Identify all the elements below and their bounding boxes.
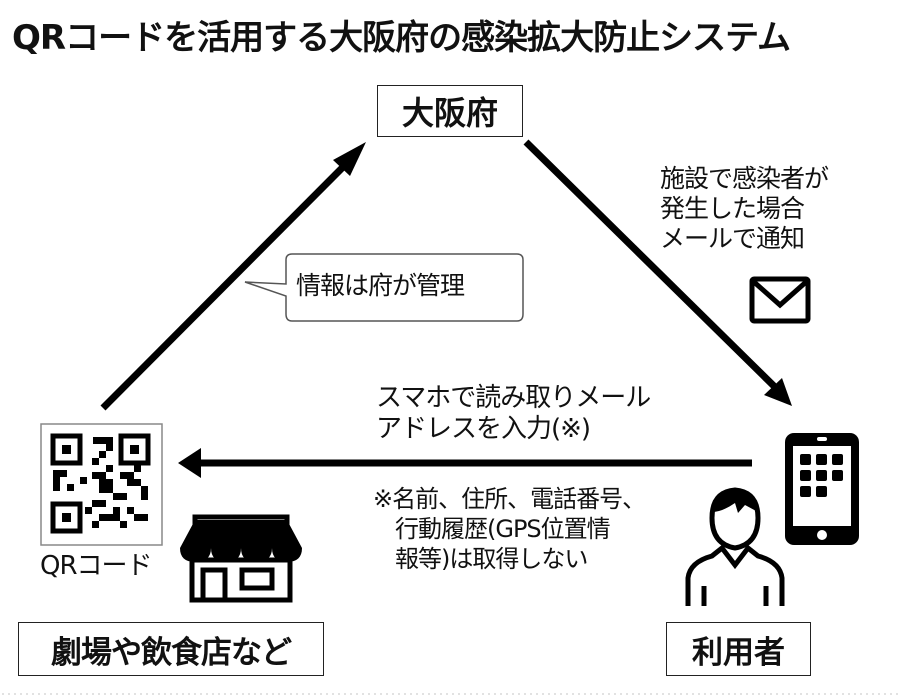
privacy-note: ※名前、住所、電話番号、 行動履歴(GPS位置情 報等)は取得しない <box>373 484 646 574</box>
scan-line: アドレスを入力(※) <box>376 414 591 444</box>
note-line: ※名前、住所、電話番号、 <box>373 485 646 513</box>
notify-line: 発生した場合 <box>660 194 805 223</box>
mail-envelope-icon <box>749 276 811 324</box>
speech-bubble <box>244 253 524 322</box>
diagram-title: QRコードを活用する大阪府の感染拡大防止システム <box>12 18 791 58</box>
footer-divider <box>0 692 900 696</box>
osaka-prefecture-node: 大阪府 <box>377 85 523 137</box>
notify-line: 施設で感染者が <box>660 164 829 193</box>
arrow-to-user <box>523 139 792 406</box>
qr-code-label: QRコード <box>40 551 153 581</box>
tablet-icon <box>785 433 859 545</box>
info-managed-label: 情報は府が管理 <box>296 271 465 300</box>
arrow-to-osaka <box>100 142 366 411</box>
notify-text: 施設で感染者が 発生した場合 メールで通知 <box>660 164 829 254</box>
qr-code-icon <box>40 423 163 546</box>
scan-line: スマホで読み取りメール <box>376 383 651 413</box>
person-icon <box>685 487 785 606</box>
notify-line: メールで通知 <box>660 224 805 253</box>
user-node: 利用者 <box>666 622 811 676</box>
venue-node: 劇場や飲食店など <box>18 622 324 676</box>
note-line: 行動履歴(GPS位置情 <box>395 515 611 543</box>
note-line: 報等)は取得しない <box>395 545 588 573</box>
scan-text: スマホで読み取りメール アドレスを入力(※) <box>376 383 651 445</box>
arrow-to-venue <box>178 448 752 478</box>
storefront-icon <box>180 514 302 603</box>
